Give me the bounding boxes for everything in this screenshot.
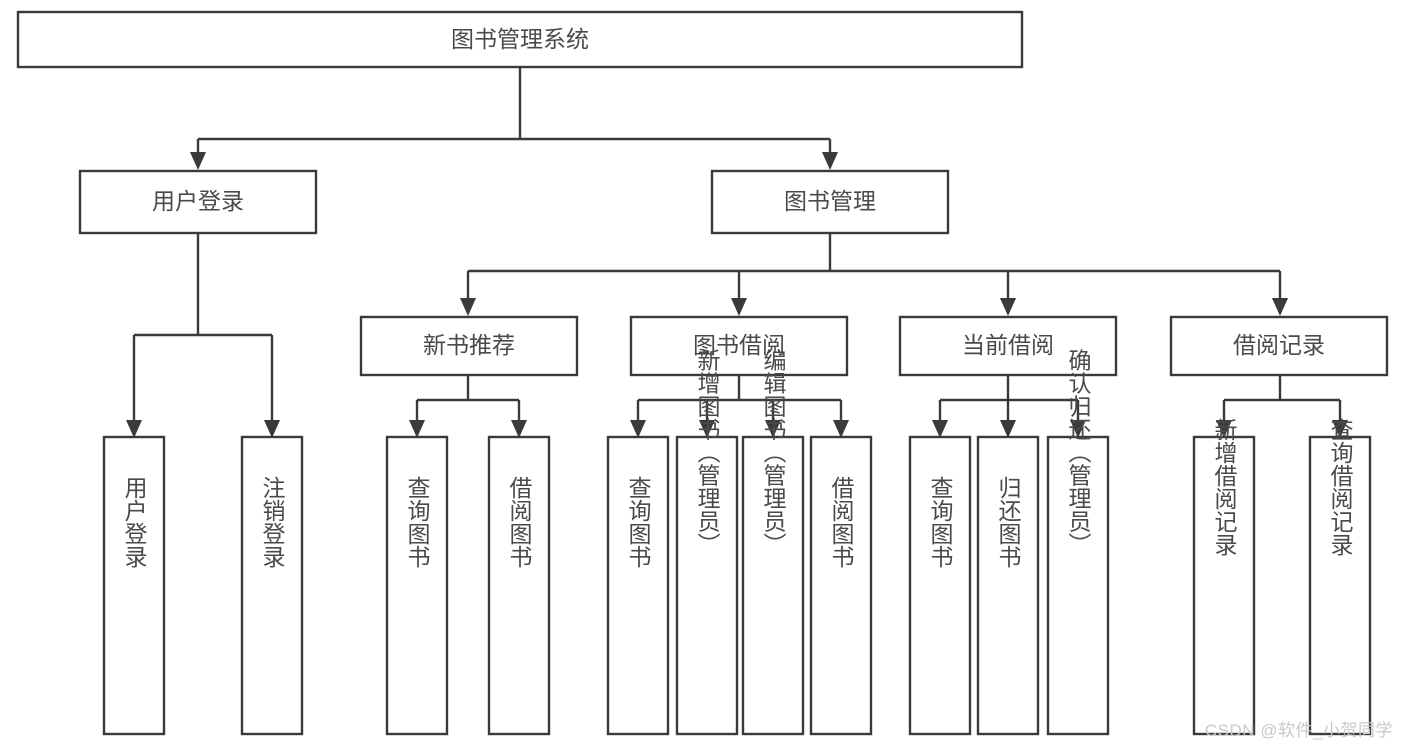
node-leaf-edit-book-admin-label: 编辑图书（管理员） (760, 349, 787, 556)
node-leaf-add-book-admin[interactable]: 新增图书（管理员） (675, 349, 739, 736)
node-leaf-query-book-1-label: 查询图书 (404, 476, 431, 568)
node-leaf-query-book-3[interactable]: 查询图书 (908, 435, 972, 736)
node-leaf-confirm-return-admin-label: 确认归还（管理员） (1065, 349, 1092, 556)
node-borrow-record[interactable]: 借阅记录 (1169, 315, 1389, 377)
node-leaf-logout-login[interactable]: 注销登录 (240, 435, 304, 736)
connectors-new-book-recommend-to-leaves (409, 375, 527, 438)
connectors-book-borrow-to-leaves (630, 375, 849, 438)
node-leaf-user-login[interactable]: 用户登录 (102, 435, 166, 736)
node-user-login[interactable]: 用户登录 (78, 169, 318, 235)
watermark-text: CSDN @软件_小贺同学 (1204, 721, 1393, 740)
node-leaf-query-book-3-label: 查询图书 (927, 476, 954, 568)
node-leaf-add-borrow-record-label: 新增借阅记录 (1211, 418, 1238, 556)
node-new-book-recommend[interactable]: 新书推荐 (359, 315, 579, 377)
connectors-root-to-level1 (190, 67, 838, 170)
node-leaf-query-borrow-record-label: 查询借阅记录 (1327, 418, 1354, 556)
node-leaf-borrow-book-2-label: 借阅图书 (828, 476, 855, 568)
node-leaf-return-book[interactable]: 归还图书 (976, 435, 1040, 736)
node-book-management[interactable]: 图书管理 (710, 169, 950, 235)
node-leaf-query-book-1[interactable]: 查询图书 (385, 435, 449, 736)
node-root-system-label: 图书管理系统 (451, 26, 589, 52)
node-current-borrow-label: 当前借阅 (962, 332, 1054, 358)
connectors-book-management-to-level2 (460, 233, 1288, 316)
node-leaf-add-borrow-record[interactable]: 新增借阅记录 (1192, 418, 1256, 736)
node-leaf-edit-book-admin[interactable]: 编辑图书（管理员） (741, 349, 805, 736)
node-leaf-logout-login-label: 注销登录 (259, 476, 286, 568)
connectors-user-login-to-leaves (126, 233, 280, 438)
node-user-login-label: 用户登录 (152, 188, 244, 214)
node-borrow-record-label: 借阅记录 (1233, 332, 1325, 358)
connectors-borrow-record-to-leaves (1216, 375, 1348, 438)
node-leaf-confirm-return-admin[interactable]: 确认归还（管理员） (1046, 349, 1110, 736)
node-leaf-borrow-book-2[interactable]: 借阅图书 (809, 435, 873, 736)
node-book-borrow[interactable]: 图书借阅 (629, 315, 849, 377)
node-leaf-query-book-2-label: 查询图书 (625, 476, 652, 568)
node-leaf-user-login-label: 用户登录 (121, 476, 148, 568)
node-new-book-recommend-label: 新书推荐 (423, 332, 515, 358)
node-leaf-add-book-admin-label: 新增图书（管理员） (694, 349, 721, 556)
node-leaf-query-book-2[interactable]: 查询图书 (606, 435, 670, 736)
node-leaf-borrow-book-1-label: 借阅图书 (506, 476, 533, 568)
node-leaf-borrow-book-1[interactable]: 借阅图书 (487, 435, 551, 736)
node-leaf-return-book-label: 归还图书 (995, 476, 1022, 568)
node-root-system[interactable]: 图书管理系统 (16, 10, 1024, 69)
node-book-borrow-label: 图书借阅 (693, 332, 785, 358)
node-book-management-label: 图书管理 (784, 188, 876, 214)
node-current-borrow[interactable]: 当前借阅 (898, 315, 1118, 377)
connectors-current-borrow-to-leaves (932, 375, 1086, 438)
node-leaf-query-borrow-record[interactable]: 查询借阅记录 (1308, 418, 1372, 736)
